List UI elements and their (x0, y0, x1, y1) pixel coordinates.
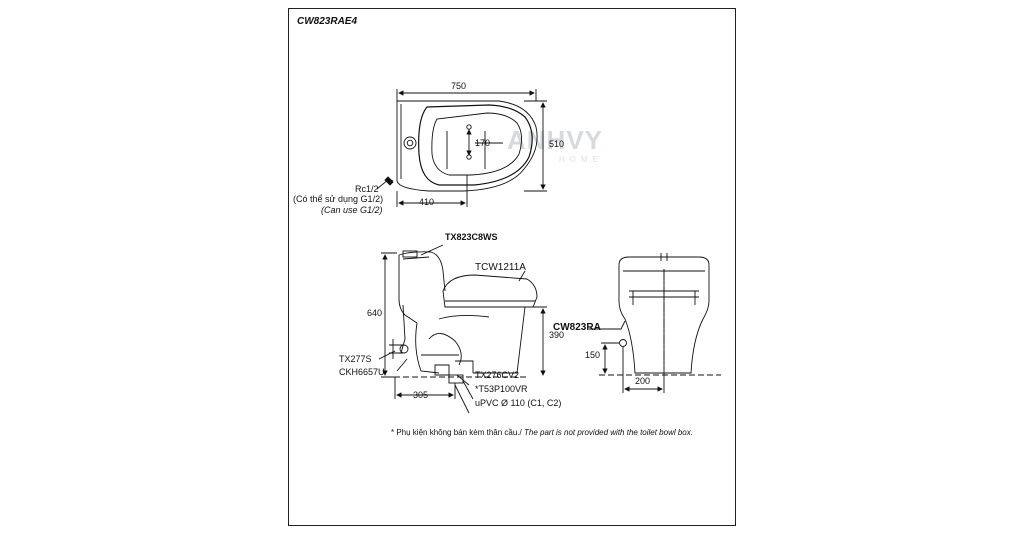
footnote-vi: * Phụ kiện không bán kèm thân cầu./ (391, 428, 522, 437)
hose-part-label: CKH6657U (339, 367, 385, 377)
dim-width-750: 750 (451, 81, 467, 91)
drawing-sheet: CW823RAE4 ANHVY HOME (288, 8, 736, 526)
model-title: CW823RAE4 (297, 16, 358, 27)
top-view (376, 89, 547, 207)
dim-seat-390: 390 (549, 330, 565, 340)
flange-part-label: TX276CV2 (475, 370, 520, 380)
footnote: * Phụ kiện không bán kèm thân cầu./ The … (391, 429, 693, 437)
dim-offset-410: 410 (419, 197, 435, 207)
technical-drawing (376, 89, 721, 414)
valve-part-label: TX277S (339, 354, 372, 364)
dim-drain-305: 305 (413, 390, 429, 400)
front-view (589, 253, 721, 393)
dim-depth-510: 510 (549, 139, 565, 149)
front-model-label: CW823RA (553, 322, 601, 333)
gasket-part-label: *T53P100VR (475, 384, 528, 394)
inlet-note-vi: (Có thể sử dụng G1/2) (293, 194, 384, 204)
footnote-en: The part is not provided with the toilet… (524, 428, 693, 437)
dim-hole-170: 170 (475, 138, 491, 148)
seat-part-label: TCW1211A (475, 262, 526, 273)
tank-part-label: TX823C8WS (445, 232, 498, 242)
side-view (378, 244, 547, 414)
dim-height-640: 640 (367, 308, 383, 318)
inlet-label: Rc1/2 (355, 184, 379, 194)
pipe-part-label: uPVC Ø 110 (C1, C2) (475, 398, 562, 408)
dim-inlet-height-150: 150 (585, 350, 601, 360)
inlet-note-en: (Can use G1/2) (321, 205, 383, 215)
watermark-sub: HOME (559, 155, 603, 164)
watermark-brand: ANHVY (507, 125, 604, 155)
dim-inlet-offset-200: 200 (635, 376, 651, 386)
